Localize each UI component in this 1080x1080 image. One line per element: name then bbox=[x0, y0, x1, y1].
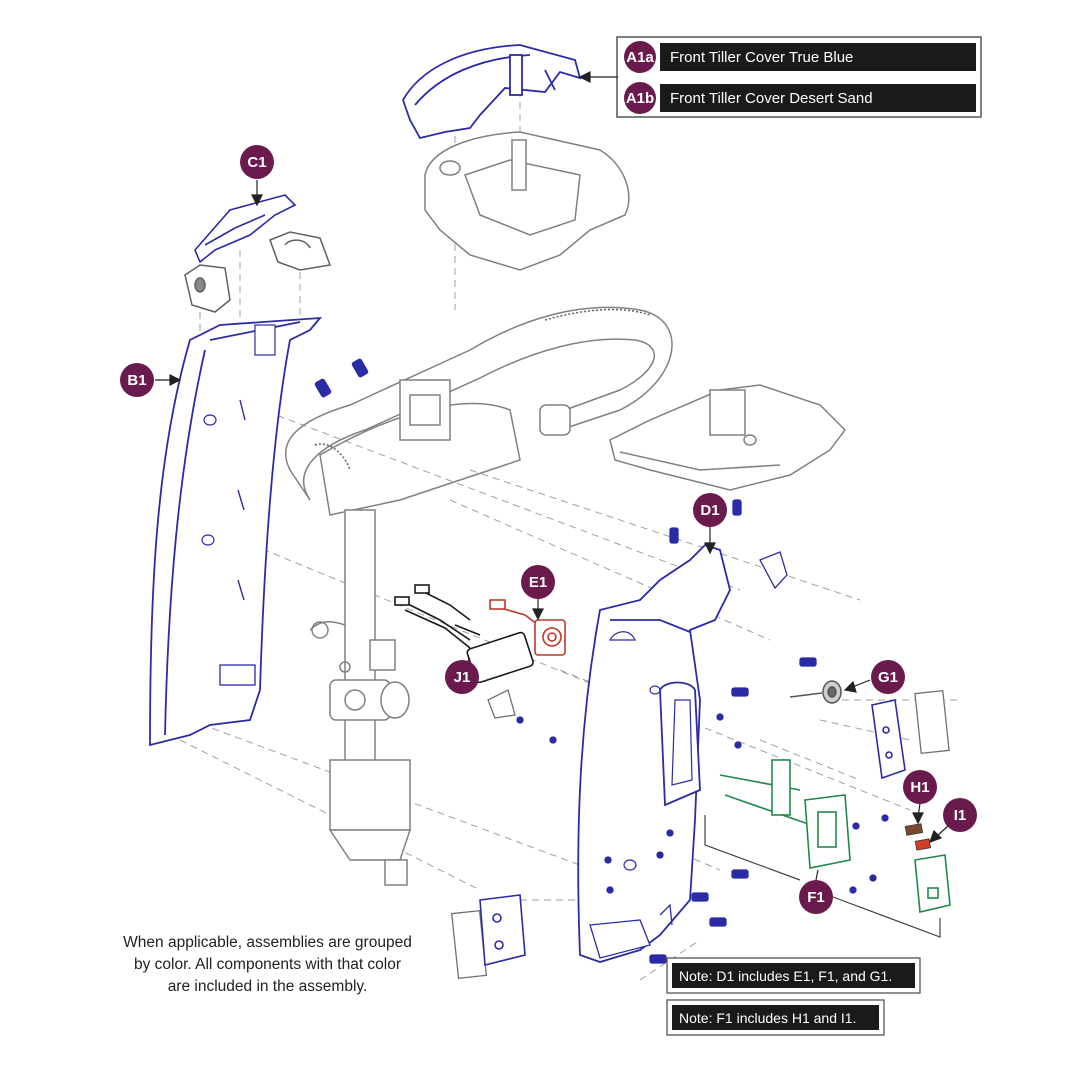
legend-a1b-text: Front Tiller Cover Desert Sand bbox=[670, 90, 873, 107]
badge-e1-text: E1 bbox=[529, 574, 547, 591]
caption-line-2: by color. All components with that color bbox=[133, 956, 402, 973]
left-shroud-b1 bbox=[149, 316, 323, 747]
callout-badges: C1 B1 D1 E1 J1 G1 H1 I1 F1 bbox=[120, 145, 977, 914]
badge-d1 bbox=[693, 493, 727, 527]
clip-mounts bbox=[184, 231, 332, 313]
rear-pads bbox=[479, 699, 906, 967]
rear-tiller-housing bbox=[424, 131, 630, 271]
clip-c1 bbox=[194, 194, 297, 264]
assembly-color-caption: When applicable, assemblies are grouped … bbox=[95, 932, 440, 998]
key-switch-e1 bbox=[489, 599, 566, 656]
note-d1-text: Note: D1 includes E1, F1, and G1. bbox=[679, 968, 892, 984]
badge-g1 bbox=[871, 660, 905, 694]
badge-j1 bbox=[445, 660, 479, 694]
badge-d1-text: D1 bbox=[700, 502, 719, 519]
badge-b1-text: B1 bbox=[127, 372, 146, 389]
caption-line-3: are included in the assembly. bbox=[167, 978, 368, 995]
badge-i1-text: I1 bbox=[954, 807, 967, 824]
small-gray-parts bbox=[451, 689, 950, 979]
badge-f1 bbox=[799, 880, 833, 914]
harness-j1 bbox=[394, 584, 534, 684]
badge-a1b bbox=[624, 82, 656, 114]
legend-box: A1a Front Tiller Cover True Blue A1b Fro… bbox=[616, 36, 982, 118]
note-f1: Note: F1 includes H1 and I1. bbox=[666, 999, 885, 1036]
badge-j1-text: J1 bbox=[454, 669, 471, 686]
badge-b1 bbox=[120, 363, 154, 397]
caption-line-1: When applicable, assemblies are grouped bbox=[123, 934, 412, 951]
f1-bracket-lines bbox=[704, 815, 941, 938]
note-d1: Note: D1 includes E1, F1, and G1. bbox=[666, 957, 921, 994]
legend-a1a-text: Front Tiller Cover True Blue bbox=[670, 49, 853, 66]
badge-i1 bbox=[943, 798, 977, 832]
badge-f1-text: F1 bbox=[807, 889, 825, 906]
console-bracket bbox=[609, 384, 846, 491]
badge-h1-text: H1 bbox=[910, 779, 929, 796]
screws bbox=[314, 358, 889, 964]
front-tiller-cover-a1 bbox=[402, 44, 582, 140]
right-shroud-d1 bbox=[577, 543, 788, 963]
badge-c1-text: C1 bbox=[247, 154, 266, 171]
leader-arrows bbox=[155, 71, 951, 881]
handlebar-loop bbox=[284, 306, 673, 516]
badge-h1 bbox=[903, 770, 937, 804]
badge-a1a-code: A1a bbox=[626, 49, 654, 66]
badge-c1 bbox=[240, 145, 274, 179]
badge-e1 bbox=[521, 565, 555, 599]
badge-a1a bbox=[624, 41, 656, 73]
steering-column bbox=[309, 509, 412, 886]
components-h1-i1 bbox=[904, 823, 932, 851]
circuit-board-f1 bbox=[719, 759, 951, 913]
badge-g1-text: G1 bbox=[878, 669, 898, 686]
knob-g1 bbox=[789, 680, 842, 704]
note-f1-text: Note: F1 includes H1 and I1. bbox=[679, 1010, 856, 1026]
badge-a1b-code: A1b bbox=[626, 90, 654, 107]
